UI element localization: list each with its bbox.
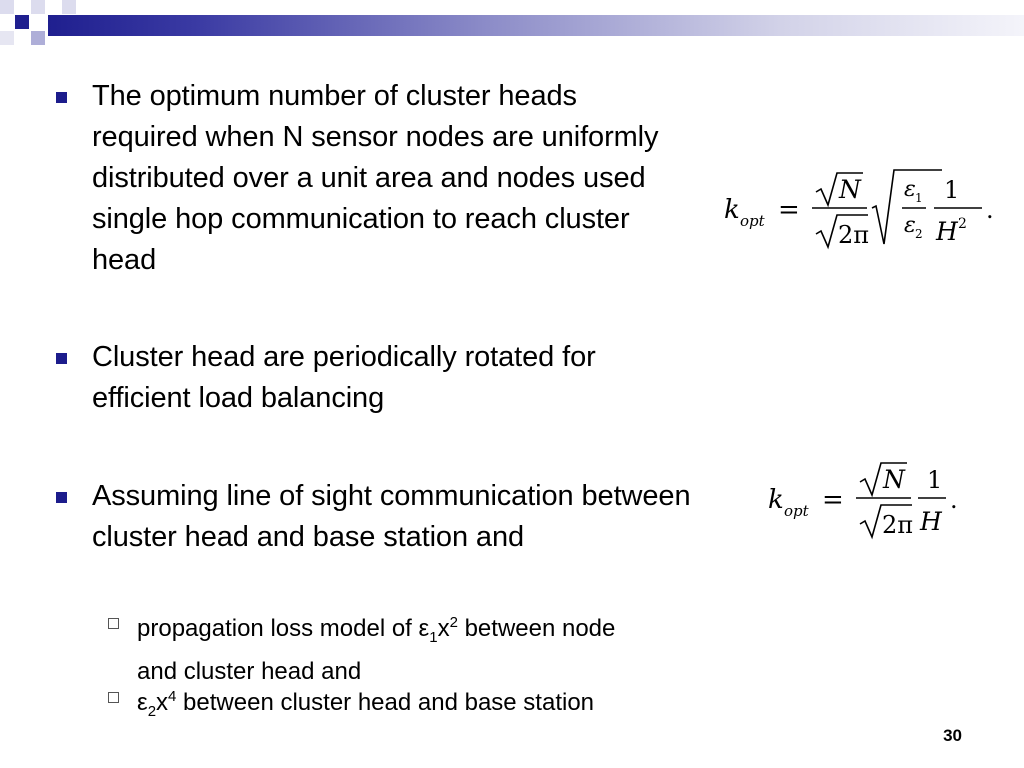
formula-numerator-1: 1: [944, 176, 959, 204]
formula-lhs-sub: opt: [740, 212, 766, 230]
formula-numerator-n: N: [838, 175, 862, 204]
corner-square-mid: [31, 31, 45, 45]
corner-square-light: [0, 0, 14, 14]
formula-denominator-2pi: 2π: [838, 221, 869, 249]
formula-k-opt-multi-hop: k opt = N 2π ε 1 ε 2 1 H 2 .: [724, 169, 994, 250]
formula-epsilon-1-sub: 1: [915, 191, 923, 205]
sub-bullet-text-base-station: ε2x4 between cluster head and base stati…: [137, 688, 595, 720]
bullet-square: [56, 92, 67, 103]
formula-epsilon-2: ε: [904, 213, 916, 238]
formula-epsilon-1: ε: [904, 177, 916, 202]
bullet-text-optimum-cluster-heads: The optimum number of cluster heads requ…: [92, 80, 659, 276]
formula-epsilon-2-sub: 2: [915, 227, 923, 241]
formula-lhs-sub: opt: [784, 502, 810, 520]
bullet-square: [56, 492, 67, 503]
formula-denominator-h: H: [935, 217, 959, 246]
header-gradient-bar: [48, 15, 1024, 36]
formula-k-opt-line-of-sight: k opt = N 2π 1 H .: [768, 462, 958, 540]
bullet-text-rotation: Cluster head are periodically rotated fo…: [92, 341, 596, 414]
bullet-text-line-of-sight: Assuming line of sight communication bet…: [92, 480, 691, 553]
corner-square-light: [31, 0, 45, 14]
page-number: 30: [943, 726, 962, 745]
corner-square-light: [0, 31, 14, 45]
formula-equals: =: [778, 195, 800, 225]
formula-numerator-1: 1: [927, 466, 942, 494]
formula-period: .: [986, 196, 994, 224]
formula-numerator-n: N: [882, 465, 906, 494]
corner-square-light: [62, 0, 76, 14]
sub-bullet-text-propagation: propagation loss model of ε1x2 between n…: [137, 614, 616, 685]
formula-denominator-h: H: [919, 507, 943, 536]
formula-equals: =: [822, 485, 844, 515]
formula-denominator-h-sup: 2: [958, 216, 967, 232]
formula-lhs-k: k: [768, 485, 784, 515]
formula-period: .: [950, 486, 958, 514]
formula-lhs-k: k: [724, 195, 740, 225]
sub-bullet-square: [108, 618, 119, 629]
sub-bullet-square: [108, 692, 119, 703]
corner-square-navy: [15, 15, 29, 29]
formula-denominator-2pi: 2π: [882, 511, 913, 539]
bullet-square: [56, 353, 67, 364]
